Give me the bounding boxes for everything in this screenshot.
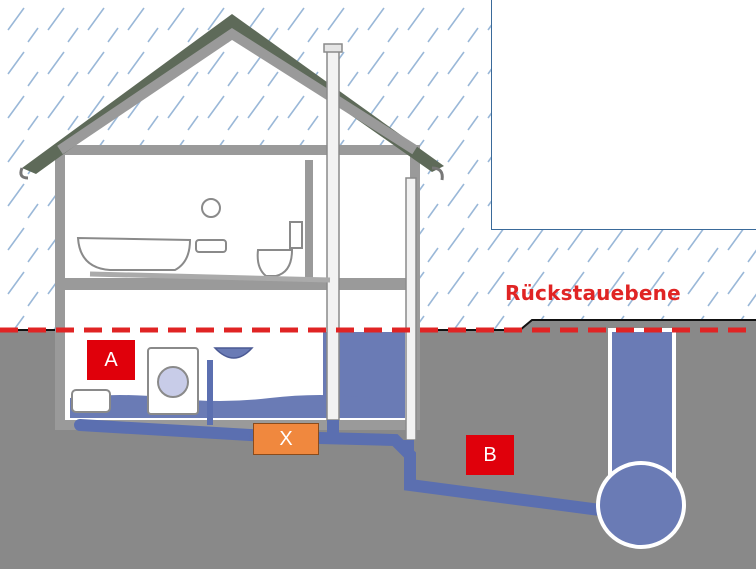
basement-sink (213, 347, 254, 359)
upper-sink (195, 239, 227, 253)
shaft-wall (305, 160, 313, 278)
downpipe (405, 177, 417, 441)
public-sewer (596, 461, 686, 549)
washing-machine-door-icon (157, 366, 189, 398)
vent-cap (323, 43, 343, 53)
label-x: X (253, 423, 319, 455)
basement-toilet (71, 389, 111, 413)
left-gutter (19, 167, 29, 180)
sewer-connectors (327, 420, 414, 455)
roof-inner-wall (57, 28, 418, 155)
upper-toilet (256, 249, 294, 277)
blank-panel (491, 0, 756, 230)
label-b: B (466, 435, 514, 475)
mirror-icon (201, 198, 221, 218)
upper-drain-pipe (89, 271, 331, 283)
toilet-cistern (289, 221, 303, 249)
vent-stack (326, 47, 340, 421)
label-a: A (87, 340, 135, 380)
backflow-level-label: Rückstauebene (505, 281, 681, 305)
bathtub (76, 236, 192, 271)
right-gutter (431, 166, 444, 181)
